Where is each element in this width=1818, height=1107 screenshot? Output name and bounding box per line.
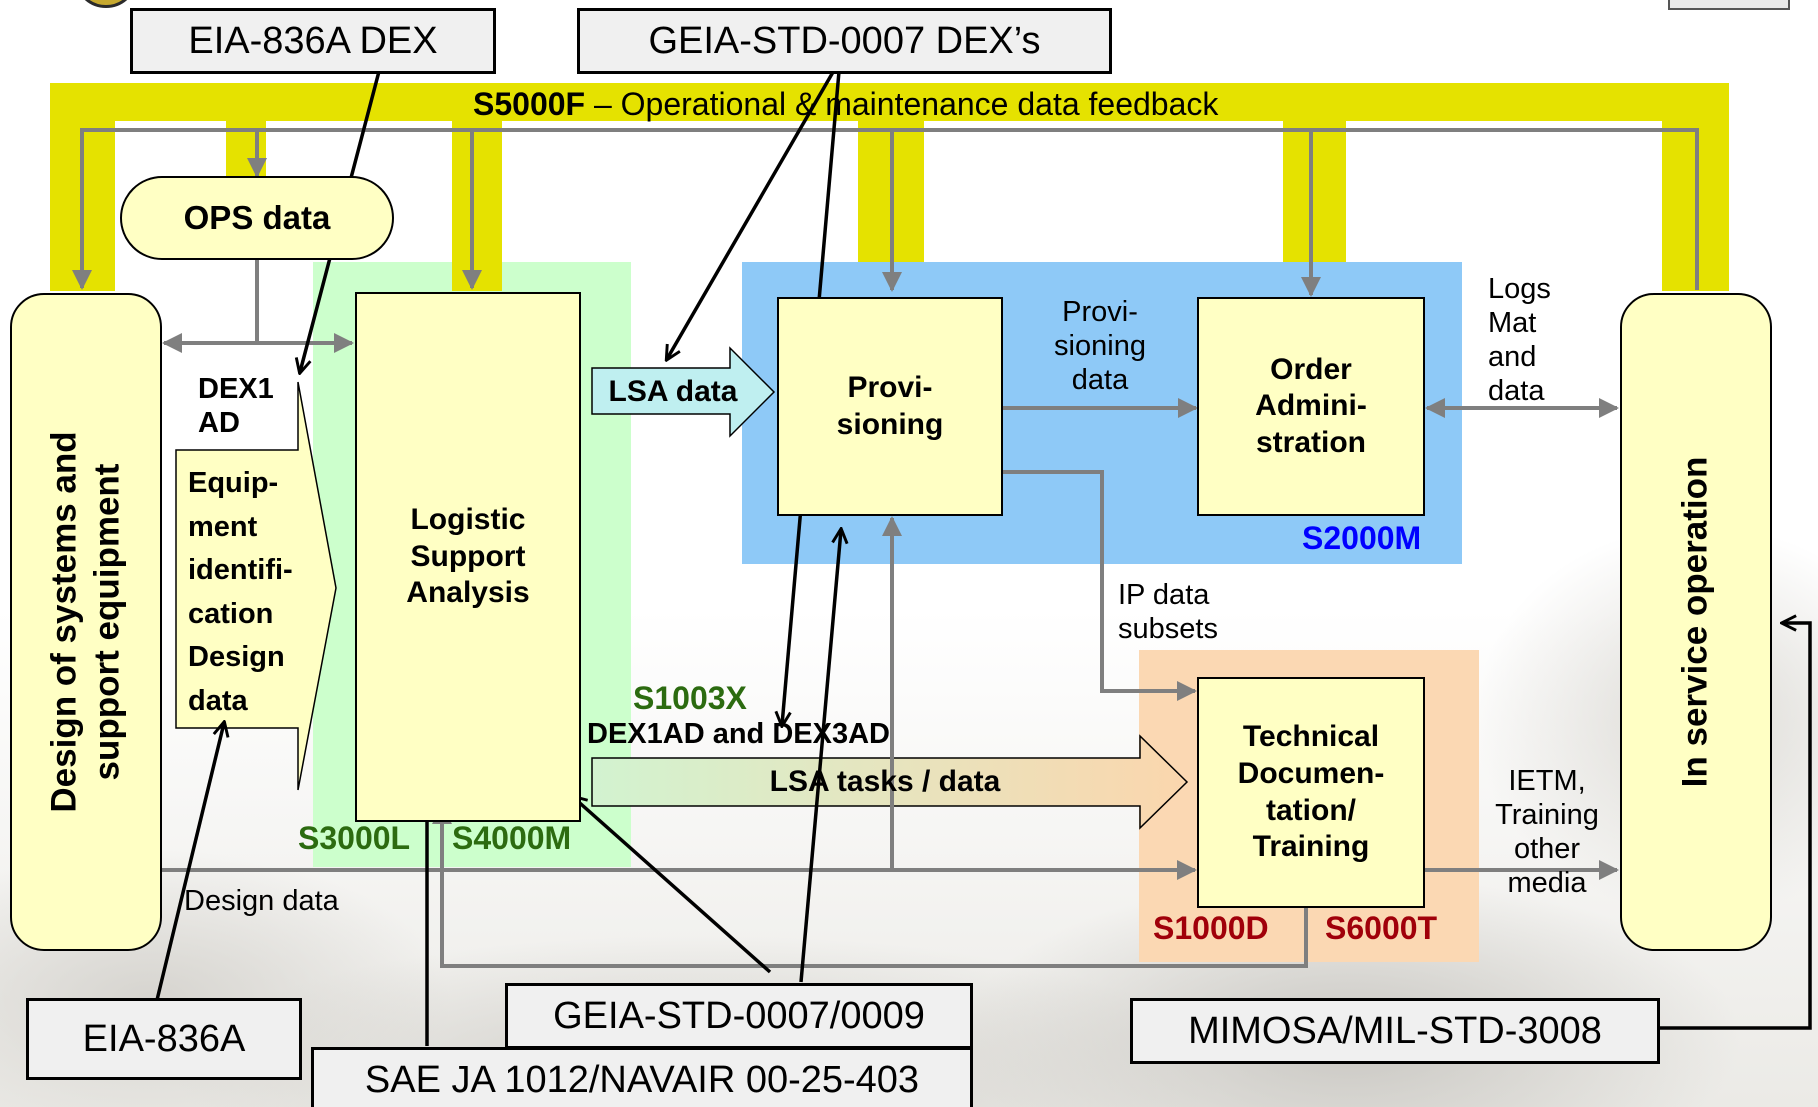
design-systems-line1: Design of systems and — [44, 431, 84, 813]
eia836a-arrow — [155, 723, 224, 1001]
s4000m-tag: S4000M — [452, 820, 572, 856]
design-systems-label: Design of systems and support equipment — [43, 431, 128, 812]
geia-std-0007-0009-box: GEIA-STD-0007/0009 — [505, 983, 973, 1049]
ip-data-connector — [1003, 470, 1197, 701]
lsa-data-arrow — [591, 346, 776, 438]
lsa-label: Logistic Support Analysis — [406, 503, 530, 610]
eia-836a-box: EIA-836A — [26, 998, 302, 1080]
lsa-tasks-label: LSA tasks / data — [769, 765, 1001, 799]
geia-0007-0009-arrow-lsa — [573, 797, 772, 974]
in-service-node: In service operation — [1620, 293, 1772, 951]
s2000m-tag: S2000M — [1302, 520, 1422, 556]
logs-mat-label: Logs Mat and data — [1488, 272, 1551, 408]
dex1ad-dex3ad-label: DEX1AD and DEX3AD — [587, 718, 890, 750]
tech-doc-return-connector — [432, 804, 1308, 968]
in-service-label: In service operation — [1675, 456, 1715, 788]
ip-data-label: IP data subsets — [1118, 578, 1218, 645]
tech-doc-label: Technical Documen- tation/ Training — [1237, 720, 1385, 864]
feedback-text: – Operational & maintenance data feedbac… — [585, 86, 1219, 122]
s3000l-tag: S3000L — [298, 820, 411, 856]
dex1ad-label: DEX1 AD — [198, 373, 274, 440]
s1003x-tag: S1003X — [633, 680, 747, 716]
provisioning-label: Provi- sioning — [836, 370, 944, 441]
tech-doc-node: Technical Documen- tation/ Training — [1197, 677, 1425, 908]
geia-std-0007-dexs-box: GEIA-STD-0007 DEX’s — [577, 8, 1112, 74]
lsa-data-label: LSA data — [608, 375, 738, 409]
lsa-tasks-arrow — [591, 734, 1189, 830]
lsa-node: Logistic Support Analysis — [355, 292, 581, 822]
corner-logo-right — [1668, 0, 1790, 10]
geia-0007-0009-arrow-prov — [799, 530, 841, 983]
s1000d-tag: S1000D — [1153, 910, 1269, 946]
s5000f-tag: S5000F — [473, 86, 586, 122]
order-admin-node: Order Admini- stration — [1197, 297, 1425, 516]
eia-836a-dex-box: EIA-836A DEX — [130, 8, 496, 74]
provisioning-data-label: Provi- sioning data — [1054, 295, 1146, 397]
mimosa-arrow — [1658, 623, 1812, 1030]
ops-data-node: OPS data — [120, 176, 394, 260]
equipment-id-arrow — [175, 381, 337, 791]
ops-data-label: OPS data — [183, 199, 331, 236]
provisioning-node: Provi- sioning — [777, 297, 1003, 516]
sae-ja-1012-box: SAE JA 1012/NAVAIR 00-25-403 — [311, 1047, 973, 1107]
ietm-label: IETM, Training other media — [1495, 764, 1599, 900]
mimosa-box: MIMOSA/MIL-STD-3008 — [1130, 998, 1660, 1064]
geia-dex-arrow-lsa — [667, 59, 842, 359]
order-admin-label: Order Admini- stration — [1255, 352, 1367, 459]
equipment-id-label: Equip- ment identifi- cation Design data — [188, 467, 293, 717]
design-data-label: Design data — [184, 885, 339, 917]
s6000t-tag: S6000T — [1325, 910, 1438, 946]
design-systems-node: Design of systems and support equipment — [10, 293, 162, 951]
feedback-label: S5000F – Operational & maintenance data … — [473, 86, 1218, 124]
design-systems-line2: support equipment — [87, 463, 126, 781]
